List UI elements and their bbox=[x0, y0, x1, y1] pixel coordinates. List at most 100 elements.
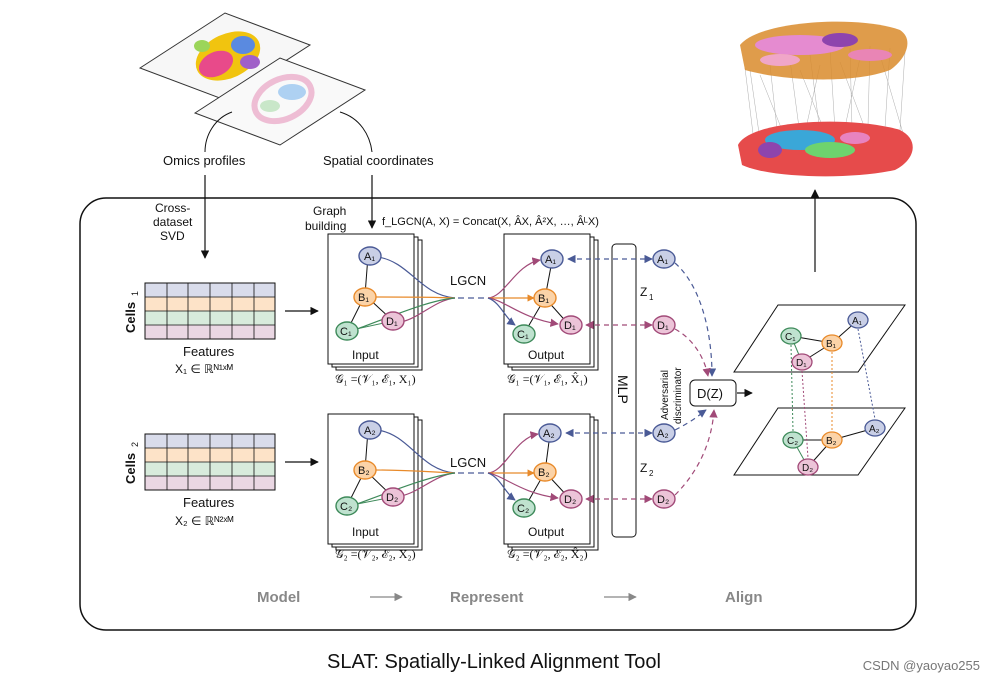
lgcn-edges-1 bbox=[356, 256, 559, 330]
z2-sub: 2 bbox=[649, 469, 654, 478]
svg-text:D₂: D₂ bbox=[564, 494, 576, 506]
x1-formula: X₁ ∈ ℝᴺ¹ˣᴹ bbox=[175, 362, 233, 376]
cross-label-3: SVD bbox=[160, 229, 185, 243]
z2-label: Z bbox=[640, 461, 647, 475]
features2-label: Features bbox=[183, 495, 235, 510]
lgcn-edges-2 bbox=[356, 429, 559, 505]
figure-title: SLAT: Spatially-Linked Alignment Tool bbox=[327, 651, 661, 673]
node-c1-input: C₁ bbox=[335, 321, 359, 341]
output2-label: Output bbox=[528, 525, 565, 539]
node-a1-input: A₁ bbox=[358, 246, 382, 266]
cross-label-1: Cross- bbox=[155, 201, 190, 215]
align-node-d1: D₁ bbox=[791, 353, 813, 371]
svg-text:A₁: A₁ bbox=[364, 251, 375, 263]
svg-text:C₂: C₂ bbox=[517, 503, 529, 515]
input1-label: Input bbox=[352, 348, 379, 362]
stage-represent: Represent bbox=[450, 589, 523, 606]
feature-matrix-1 bbox=[144, 282, 276, 340]
adversarial-label-1: Adversarial bbox=[660, 370, 671, 420]
svg-text:D₁: D₁ bbox=[657, 320, 669, 332]
graph-label-2: building bbox=[305, 219, 346, 233]
svg-text:A₂: A₂ bbox=[364, 425, 376, 437]
node-d1-input: D₁ bbox=[381, 311, 405, 331]
svg-text:C₂: C₂ bbox=[340, 501, 352, 513]
node-d2-input: D₂ bbox=[381, 487, 405, 507]
align-node-d2: D₂ bbox=[797, 458, 819, 476]
svg-text:B₂: B₂ bbox=[358, 465, 370, 477]
node-c1-output: C₁ bbox=[512, 324, 536, 344]
node-b2-output: B₂ bbox=[533, 462, 557, 482]
svg-text:D₁: D₁ bbox=[386, 316, 398, 328]
cells2-label: Cells bbox=[123, 453, 138, 484]
spatial-coordinates-label: Spatial coordinates bbox=[323, 153, 434, 168]
output1-label: Output bbox=[528, 348, 565, 362]
graph-label-1: Graph bbox=[313, 204, 346, 218]
svg-text:A₂: A₂ bbox=[543, 428, 555, 440]
svg-text:D₂: D₂ bbox=[657, 494, 669, 506]
latent-d2: D₂ bbox=[652, 489, 676, 509]
aligned-stack-image bbox=[738, 21, 913, 177]
align-node-a1: A₁ bbox=[847, 311, 869, 329]
node-c2-output: C₂ bbox=[512, 498, 536, 518]
lgcn-label-1: LGCN bbox=[450, 273, 486, 288]
node-d1-output: D₁ bbox=[559, 315, 583, 335]
stage-model: Model bbox=[257, 589, 300, 606]
slat-framework-box bbox=[79, 197, 917, 631]
g1-input-formula: 𝒢₁ =(𝒱₁, ℰ₁, X₁) bbox=[335, 372, 416, 386]
omics-profiles-label: Omics profiles bbox=[163, 153, 246, 168]
svg-text:B₁: B₁ bbox=[538, 293, 549, 305]
svg-text:A₁: A₁ bbox=[657, 254, 668, 266]
svg-text:A₂: A₂ bbox=[657, 428, 669, 440]
latent-a2: A₂ bbox=[652, 423, 676, 443]
feature-matrix-2 bbox=[144, 433, 276, 491]
cells1-label: Cells bbox=[123, 302, 138, 333]
node-b2-input: B₂ bbox=[353, 460, 377, 480]
mlp-label: MLP bbox=[615, 375, 631, 404]
input2-label: Input bbox=[352, 525, 379, 539]
mlp-block bbox=[611, 243, 637, 538]
tissue-slices-image bbox=[138, 12, 367, 146]
discriminator-label: D(Z) bbox=[697, 386, 723, 401]
g1-output-formula: 𝒢₁ =(𝒱₁, ℰ₁, X̂₁) bbox=[507, 372, 588, 386]
node-c2-input: C₂ bbox=[335, 496, 359, 516]
adversarial-label-2: discriminator bbox=[673, 367, 684, 424]
node-b1-output: B₁ bbox=[533, 288, 557, 308]
svg-text:C₂: C₂ bbox=[787, 436, 798, 447]
lgcn-label-2: LGCN bbox=[450, 455, 486, 470]
svg-text:B₁: B₁ bbox=[826, 339, 837, 350]
node-b1-input: B₁ bbox=[353, 287, 377, 307]
svg-text:D₂: D₂ bbox=[802, 463, 813, 474]
svg-text:D₂: D₂ bbox=[386, 492, 398, 504]
svg-text:B₂: B₂ bbox=[538, 467, 550, 479]
x2-formula: X₂ ∈ ℝᴺ²ˣᴹ bbox=[175, 514, 234, 528]
align-plane-top bbox=[733, 304, 906, 373]
align-node-c2: C₂ bbox=[782, 431, 804, 449]
g2-input-formula: 𝒢₂ =(𝒱₂, ℰ₂, X₂) bbox=[335, 547, 416, 561]
svg-text:D₁: D₁ bbox=[796, 358, 807, 369]
latent-d1: D₁ bbox=[652, 315, 676, 335]
lgcn-formula: f_LGCN(A, X) = Concat(X, ÂX, Â²X, …, ÂᴸX… bbox=[382, 215, 599, 228]
cells1-sub: 1 bbox=[130, 291, 140, 296]
z1-sub: 1 bbox=[649, 293, 654, 302]
align-node-c1: C₁ bbox=[780, 327, 802, 345]
z1-label: Z bbox=[640, 285, 647, 299]
align-plane-bottom bbox=[733, 407, 906, 476]
cells2-sub: 2 bbox=[130, 442, 140, 447]
watermark: CSDN @yaoyao255 bbox=[862, 658, 980, 673]
align-node-b1: B₁ bbox=[821, 334, 843, 352]
g2-output-formula: 𝒢₂ =(𝒱₂, ℰ₂, X̂₂) bbox=[507, 547, 588, 561]
svg-text:A₁: A₁ bbox=[852, 316, 863, 327]
discriminator-box bbox=[689, 379, 737, 407]
svg-text:C₁: C₁ bbox=[340, 326, 352, 338]
svg-text:D₁: D₁ bbox=[564, 320, 576, 332]
svg-text:A₂: A₂ bbox=[869, 424, 880, 435]
cross-label-2: dataset bbox=[153, 215, 193, 229]
node-a1-output: A₁ bbox=[540, 249, 564, 269]
svg-text:C₁: C₁ bbox=[785, 332, 796, 343]
node-a2-input: A₂ bbox=[358, 420, 382, 440]
align-node-b2: B₂ bbox=[821, 431, 843, 449]
svg-text:B₁: B₁ bbox=[358, 292, 369, 304]
align-node-a2: A₂ bbox=[864, 419, 886, 437]
latent-a1: A₁ bbox=[652, 249, 676, 269]
